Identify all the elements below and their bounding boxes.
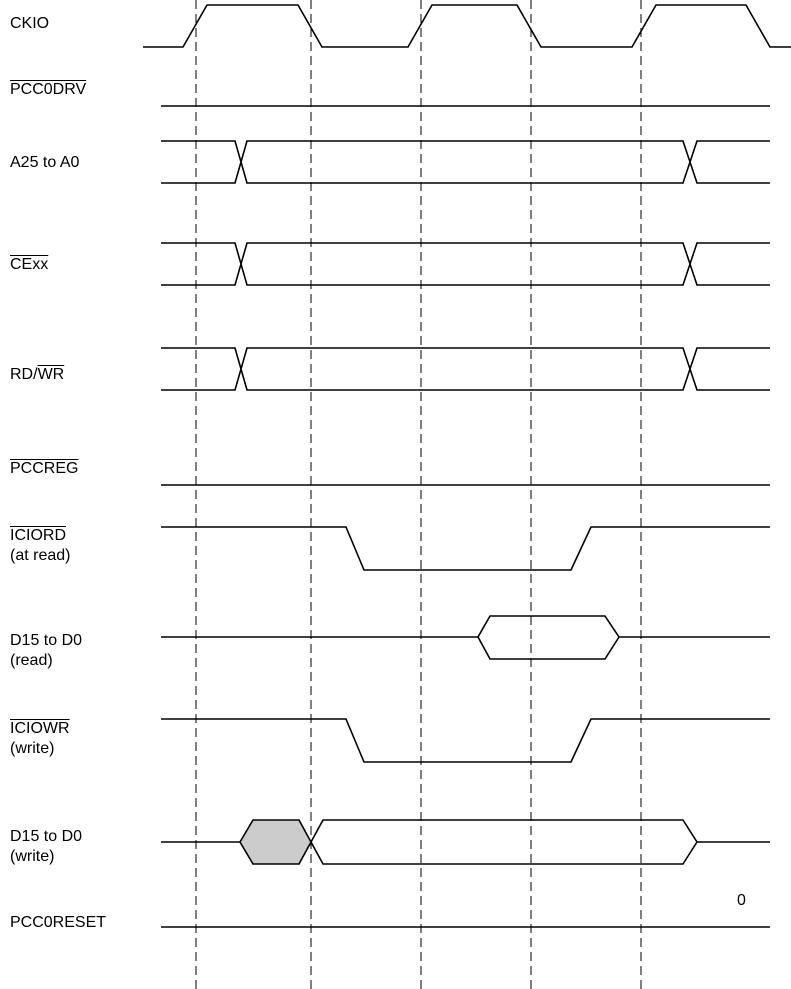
signal-name: PCCREG bbox=[10, 460, 79, 477]
signal-qualifier: (write) bbox=[10, 848, 55, 865]
ckio-waveform bbox=[143, 4, 791, 48]
signal-label-data-read: D15 to D0 (read) bbox=[10, 631, 82, 671]
signal-qualifier: (write) bbox=[10, 740, 55, 757]
signal-name: RD/ bbox=[10, 366, 38, 383]
data-write-waveform bbox=[161, 819, 770, 865]
signal-qualifier: (at read) bbox=[10, 547, 71, 564]
signal-label-pcc0reset: PCC0RESET bbox=[10, 913, 106, 933]
signal-label-cexx: CExx bbox=[10, 255, 48, 275]
signal-name: D15 to D0 bbox=[10, 632, 83, 649]
signal-label-rdwr: RD/WR bbox=[10, 365, 64, 385]
iciowr-waveform bbox=[161, 718, 770, 763]
rdwr-waveform bbox=[161, 347, 770, 391]
signal-label-data-write: D15 to D0 (write) bbox=[10, 827, 82, 867]
signal-name-overbar: WR bbox=[37, 366, 65, 383]
signal-name: ICIOWR bbox=[10, 720, 70, 737]
signal-label-iciord: ICIORD (at read) bbox=[10, 526, 70, 566]
pcc0reset-value: 0 bbox=[737, 892, 746, 909]
signal-name: PCC0RESET bbox=[10, 914, 107, 931]
signal-qualifier: (read) bbox=[10, 652, 53, 669]
signal-name: CKIO bbox=[10, 15, 50, 32]
data-write-shaded-segment bbox=[239, 819, 312, 865]
signal-label-pccreg: PCCREG bbox=[10, 459, 78, 479]
signal-name: A25 to A0 bbox=[10, 154, 80, 171]
signal-label-ckio: CKIO bbox=[10, 14, 49, 34]
signal-name: CExx bbox=[10, 256, 49, 273]
signal-label-pcc0drv: PCC0DRV bbox=[10, 80, 86, 100]
iciord-waveform bbox=[161, 526, 770, 571]
signal-name: PCC0DRV bbox=[10, 81, 87, 98]
signal-label-address: A25 to A0 bbox=[10, 153, 79, 173]
data-read-waveform bbox=[161, 615, 770, 660]
signal-label-iciowr: ICIOWR (write) bbox=[10, 719, 70, 759]
address-bus-waveform bbox=[161, 140, 770, 184]
cexx-waveform bbox=[161, 242, 770, 286]
signal-name: ICIORD bbox=[10, 527, 66, 544]
signal-name: D15 to D0 bbox=[10, 828, 83, 845]
